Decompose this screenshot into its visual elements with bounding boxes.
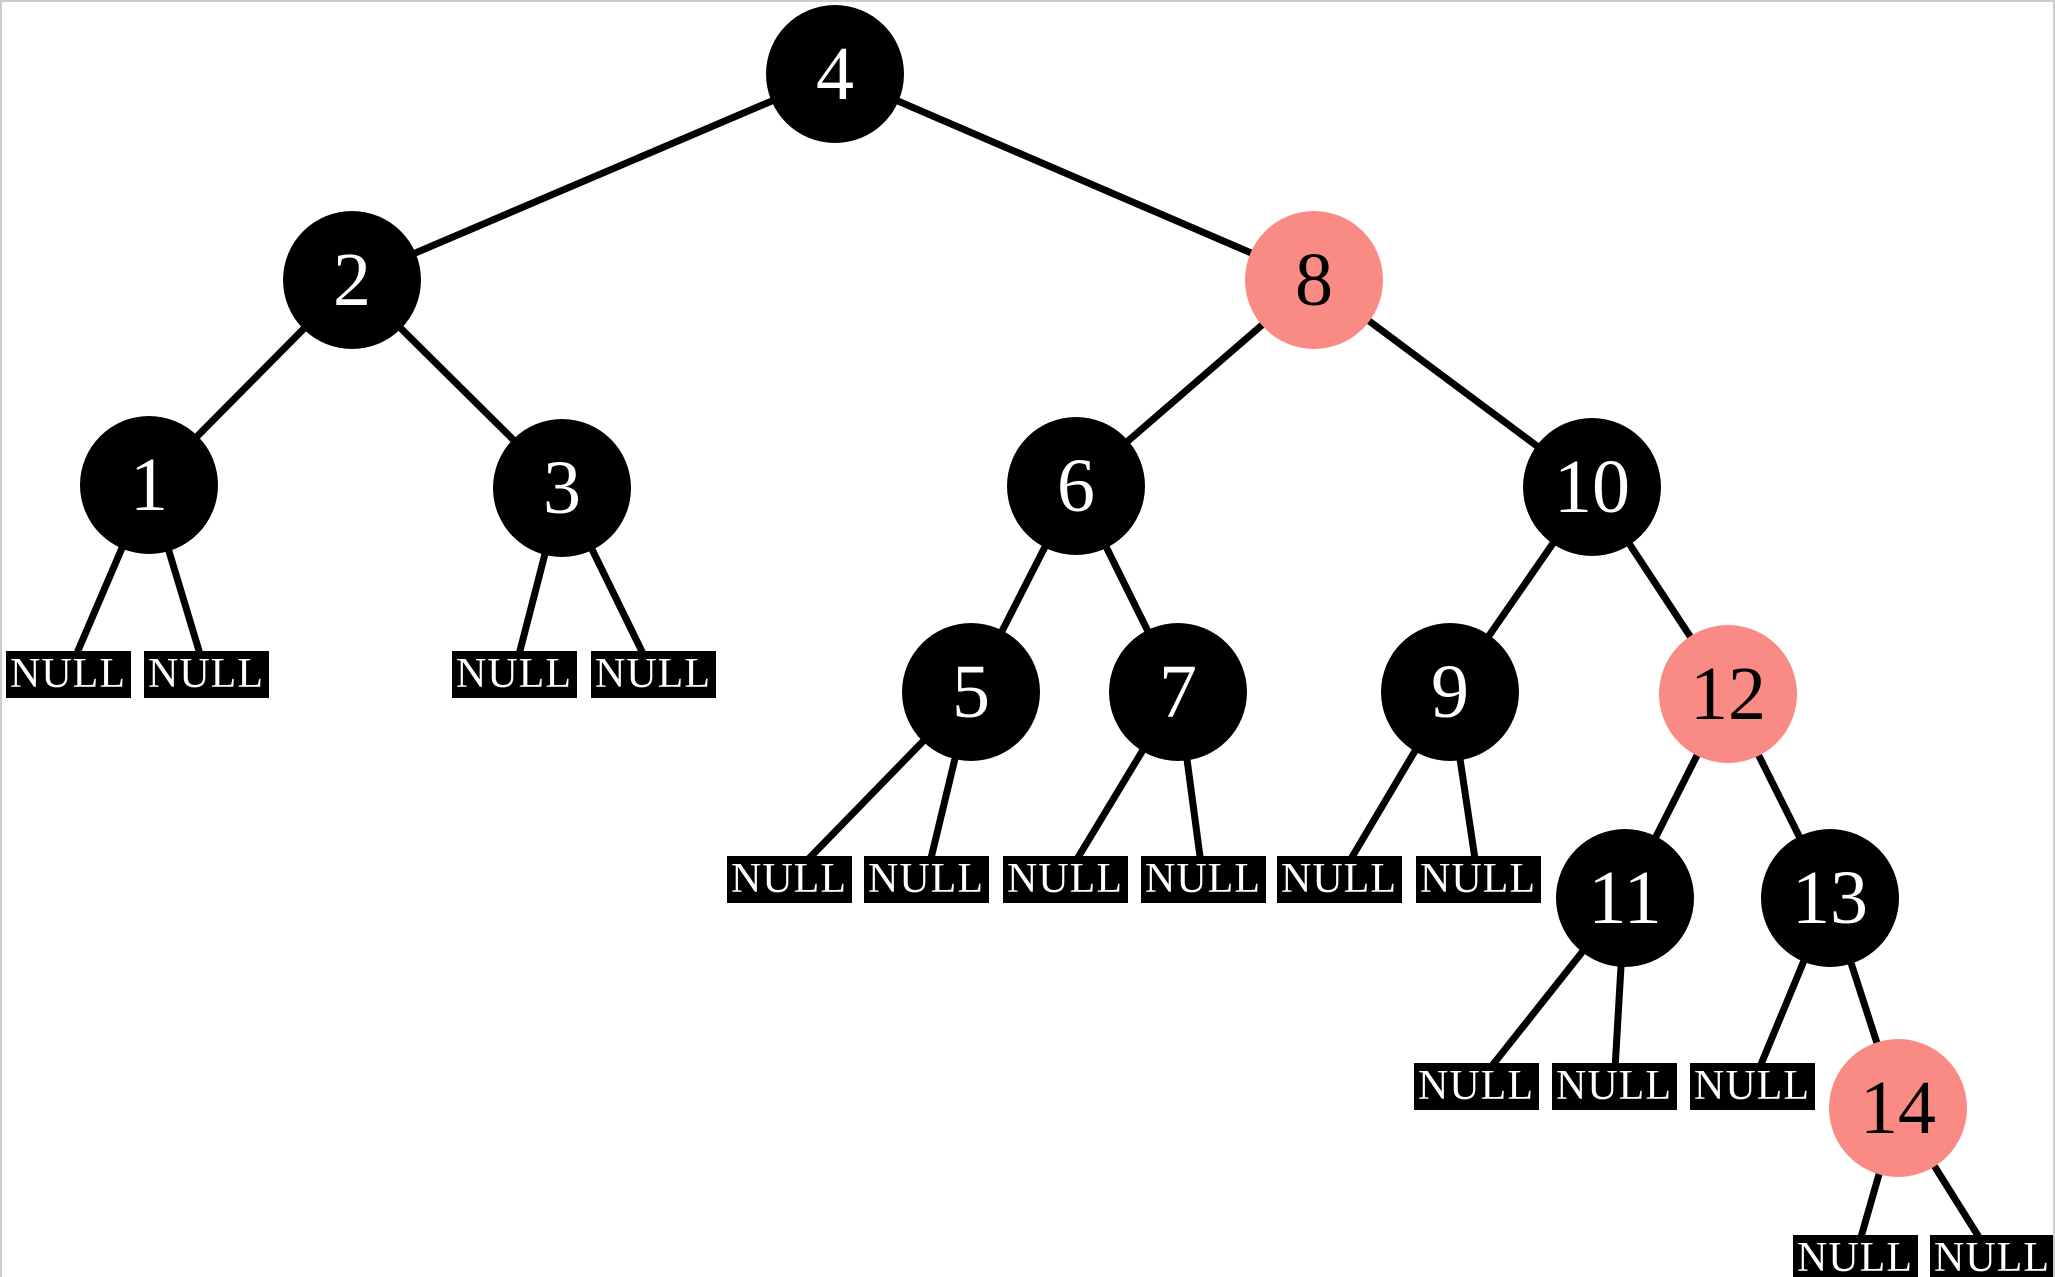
tree-node-3: 3 bbox=[493, 419, 631, 557]
null-leaf: NULL bbox=[143, 650, 269, 698]
null-leaf: NULL bbox=[1792, 1234, 1918, 1277]
null-leaf: NULL bbox=[1689, 1062, 1815, 1110]
null-leaf: NULL bbox=[590, 650, 716, 698]
tree-node-7: 7 bbox=[1109, 623, 1247, 761]
tree-node-14: 14 bbox=[1829, 1039, 1967, 1177]
tree-edge-4-8 bbox=[833, 70, 1316, 284]
null-leaf: NULL bbox=[1413, 1062, 1539, 1110]
null-leaf: NULL bbox=[1551, 1062, 1677, 1110]
tree-node-2: 2 bbox=[283, 211, 421, 349]
tree-node-13: 13 bbox=[1761, 829, 1899, 967]
null-leaf: NULL bbox=[1415, 855, 1541, 903]
tree-edge-4-2 bbox=[350, 70, 837, 284]
null-leaf: NULL bbox=[863, 855, 989, 903]
tree-node-12: 12 bbox=[1659, 625, 1797, 763]
null-leaf: NULL bbox=[1929, 1234, 2053, 1277]
null-leaf: NULL bbox=[1002, 855, 1128, 903]
tree-node-4: 4 bbox=[766, 5, 904, 143]
tree-node-10: 10 bbox=[1523, 418, 1661, 556]
tree-node-11: 11 bbox=[1556, 829, 1694, 967]
null-leaf: NULL bbox=[5, 650, 131, 698]
tree-node-1: 1 bbox=[80, 416, 218, 554]
tree-node-6: 6 bbox=[1007, 417, 1145, 555]
null-leaf: NULL bbox=[726, 855, 852, 903]
tree-node-8: 8 bbox=[1245, 211, 1383, 349]
null-leaf: NULL bbox=[1140, 855, 1266, 903]
tree-node-9: 9 bbox=[1381, 623, 1519, 761]
null-leaf: NULL bbox=[1276, 855, 1402, 903]
null-leaf: NULL bbox=[451, 650, 577, 698]
tree-node-5: 5 bbox=[902, 623, 1040, 761]
